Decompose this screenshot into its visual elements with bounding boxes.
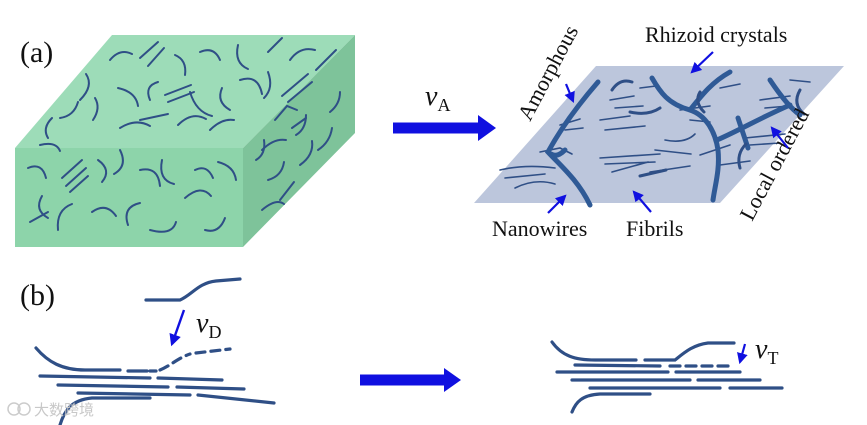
block-polymer-chains (27, 37, 341, 233)
annotation-arrows (547, 51, 789, 214)
watermark: 大数跨境 (7, 401, 94, 419)
velocity-a-label: vA (425, 81, 450, 115)
right-chain-assembly (550, 340, 784, 414)
transition-arrow-a-head (478, 115, 496, 141)
fibrils-label: Fibrils (626, 216, 683, 241)
watermark-text: 大数跨境 (34, 401, 94, 419)
velocity-d-label: vD (196, 308, 221, 342)
panel-b-label: (b) (20, 279, 55, 312)
nanowires-label: Nanowires (492, 216, 587, 241)
velocity-t-arrow (737, 343, 748, 365)
velocity-t-label: vT (755, 334, 778, 368)
velocity-d-arrow (169, 309, 186, 347)
rhizoid-crystals-label: Rhizoid crystals (645, 22, 787, 47)
film-medium-chains (610, 79, 806, 178)
film-fibrils (499, 79, 811, 189)
left-chain-assembly (34, 277, 276, 425)
watermark-logo-icon (7, 402, 21, 416)
transition-arrow-b-head (444, 368, 461, 392)
panel-a-label: (a) (20, 36, 53, 69)
